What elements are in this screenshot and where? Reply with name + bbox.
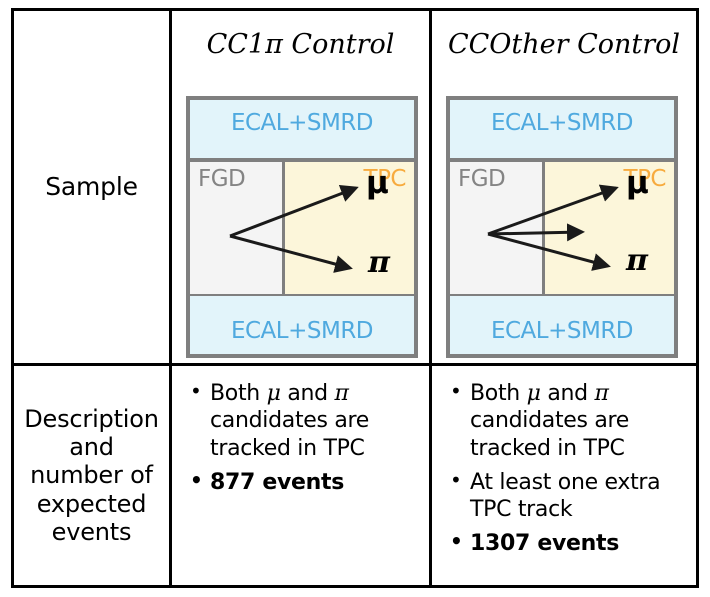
bullet-text-extra-track-ccother: At least one extra TPC track <box>470 469 661 523</box>
list-item: Both μ and π candidates are tracked in T… <box>188 379 421 462</box>
description-cell-ccother: Both μ and π candidates are tracked in T… <box>429 363 696 585</box>
track-arrows-ccother <box>487 184 619 271</box>
list-item: Both μ and π candidates are tracked in T… <box>448 379 688 462</box>
and-joiner: and <box>280 381 335 406</box>
description-cell-cc1pi: Both μ and π candidates are tracked in T… <box>169 363 429 585</box>
comparison-table: Sample CC1π Control ECAL+SMRD FGD TPC <box>11 8 699 588</box>
detector-diagram-cc1pi: ECAL+SMRD FGD TPC <box>186 96 418 358</box>
candidates-suffix: candidates are tracked in TPC <box>210 408 370 461</box>
ecal-smrd-top-label-ccother: ECAL+SMRD <box>490 110 634 136</box>
list-item: 1307 events <box>448 529 688 557</box>
muon-track-label-cc1pi: μ <box>366 165 389 201</box>
pi-symbol: π <box>594 381 609 406</box>
column-header-ccother: CCOther Control <box>447 29 681 60</box>
sample-cell-ccother: CCOther Control ECAL+SMRD FGD TPC <box>429 11 696 363</box>
bullet-text-both-tracked-cc1pi: Both μ and π candidates are tracked in T… <box>210 381 369 461</box>
ecal-smrd-bottom-label-ccother: ECAL+SMRD <box>490 318 634 344</box>
tracker-band-ccother: FGD TPC <box>448 160 676 298</box>
fgd-label-cc1pi: FGD <box>198 166 246 192</box>
ecal-smrd-top-label-cc1pi: ECAL+SMRD <box>230 110 374 136</box>
row-label-description: Description and number of expected event… <box>14 363 169 585</box>
both-prefix: Both <box>210 381 267 406</box>
ecal-smrd-bottom-label-cc1pi: ECAL+SMRD <box>230 318 374 344</box>
tpc-label-cc1pi: TPC <box>363 166 407 192</box>
mu-symbol: μ <box>526 381 541 406</box>
fgd-region-ccother: FGD <box>448 160 544 298</box>
ecal-smrd-bottom-band-cc1pi: ECAL+SMRD <box>188 294 416 356</box>
ecal-smrd-bottom-band-ccother: ECAL+SMRD <box>448 294 676 356</box>
list-item: 877 events <box>188 468 421 496</box>
column-header-cc1pi: CC1π Control <box>206 29 395 60</box>
pion-track-label-ccother: π <box>626 243 648 278</box>
mu-symbol: μ <box>266 381 281 406</box>
bullet-list-cc1pi: Both μ and π candidates are tracked in T… <box>188 379 421 503</box>
bullet-text-both-tracked-ccother: Both μ and π candidates are tracked in T… <box>470 381 629 461</box>
tpc-label-ccother: TPC <box>623 166 667 192</box>
ecal-smrd-top-band-ccother: ECAL+SMRD <box>448 98 676 160</box>
pion-track-label-cc1pi: π <box>368 245 390 280</box>
row-label-description-text: Description and number of expected event… <box>24 404 159 546</box>
track-arrows-cc1pi <box>229 184 359 273</box>
row-label-sample-text: Sample <box>45 172 138 202</box>
fgd-label-ccother: FGD <box>458 166 506 192</box>
list-item: At least one extra TPC track <box>448 468 688 524</box>
bullet-list-ccother: Both μ and π candidates are tracked in T… <box>448 379 688 565</box>
detector-diagram-ccother: ECAL+SMRD FGD TPC <box>446 96 678 358</box>
and-joiner: and <box>540 381 595 406</box>
ecal-smrd-top-band-cc1pi: ECAL+SMRD <box>188 98 416 160</box>
tpc-region-ccother: TPC <box>542 160 676 298</box>
bullet-text-events-cc1pi: 877 events <box>210 469 345 495</box>
sample-cell-cc1pi: CC1π Control ECAL+SMRD FGD TPC <box>169 11 429 363</box>
both-prefix: Both <box>470 381 527 406</box>
muon-track-label-ccother: μ <box>626 165 649 201</box>
candidates-suffix: candidates are tracked in TPC <box>470 408 630 461</box>
bullet-text-events-ccother: 1307 events <box>470 531 620 557</box>
tracker-band-cc1pi: FGD TPC μ π <box>188 160 416 298</box>
pi-symbol: π <box>334 381 349 406</box>
row-label-sample: Sample <box>14 11 169 363</box>
fgd-region-cc1pi: FGD <box>188 160 284 298</box>
